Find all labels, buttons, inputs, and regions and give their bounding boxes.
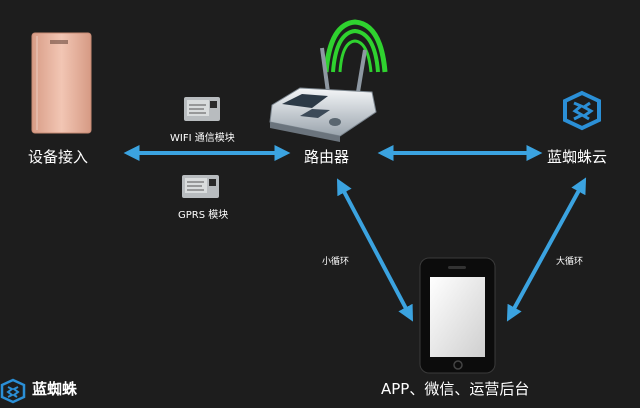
- phone-image: [419, 257, 496, 374]
- device-label: 设备接入: [28, 148, 89, 166]
- arrow-router-app: [337, 178, 413, 322]
- brand-logo-icon: [0, 378, 26, 404]
- arrows: [123, 145, 587, 322]
- appliance-image: [31, 32, 92, 134]
- gprs-module-label: GPRS 模块: [178, 210, 229, 221]
- cloud-logo: [563, 90, 601, 131]
- brand-name: 蓝蜘蛛: [32, 380, 78, 398]
- wifi-module-label: WIFI 通信模块: [170, 133, 235, 144]
- wifi-module-image: [184, 97, 220, 121]
- brand: 蓝蜘蛛: [4, 378, 77, 399]
- cloud-label: 蓝蜘蛛云: [547, 148, 608, 166]
- app-label: APP、微信、运营后台: [381, 380, 530, 398]
- small-loop-label: 小循环: [322, 257, 350, 267]
- router-image: [269, 19, 388, 142]
- appliance-logo: [50, 40, 68, 44]
- big-loop-label: 大循环: [556, 257, 584, 267]
- router-label: 路由器: [304, 148, 350, 166]
- arrow-cloud-app: [506, 177, 587, 322]
- gprs-module-image: [182, 175, 219, 198]
